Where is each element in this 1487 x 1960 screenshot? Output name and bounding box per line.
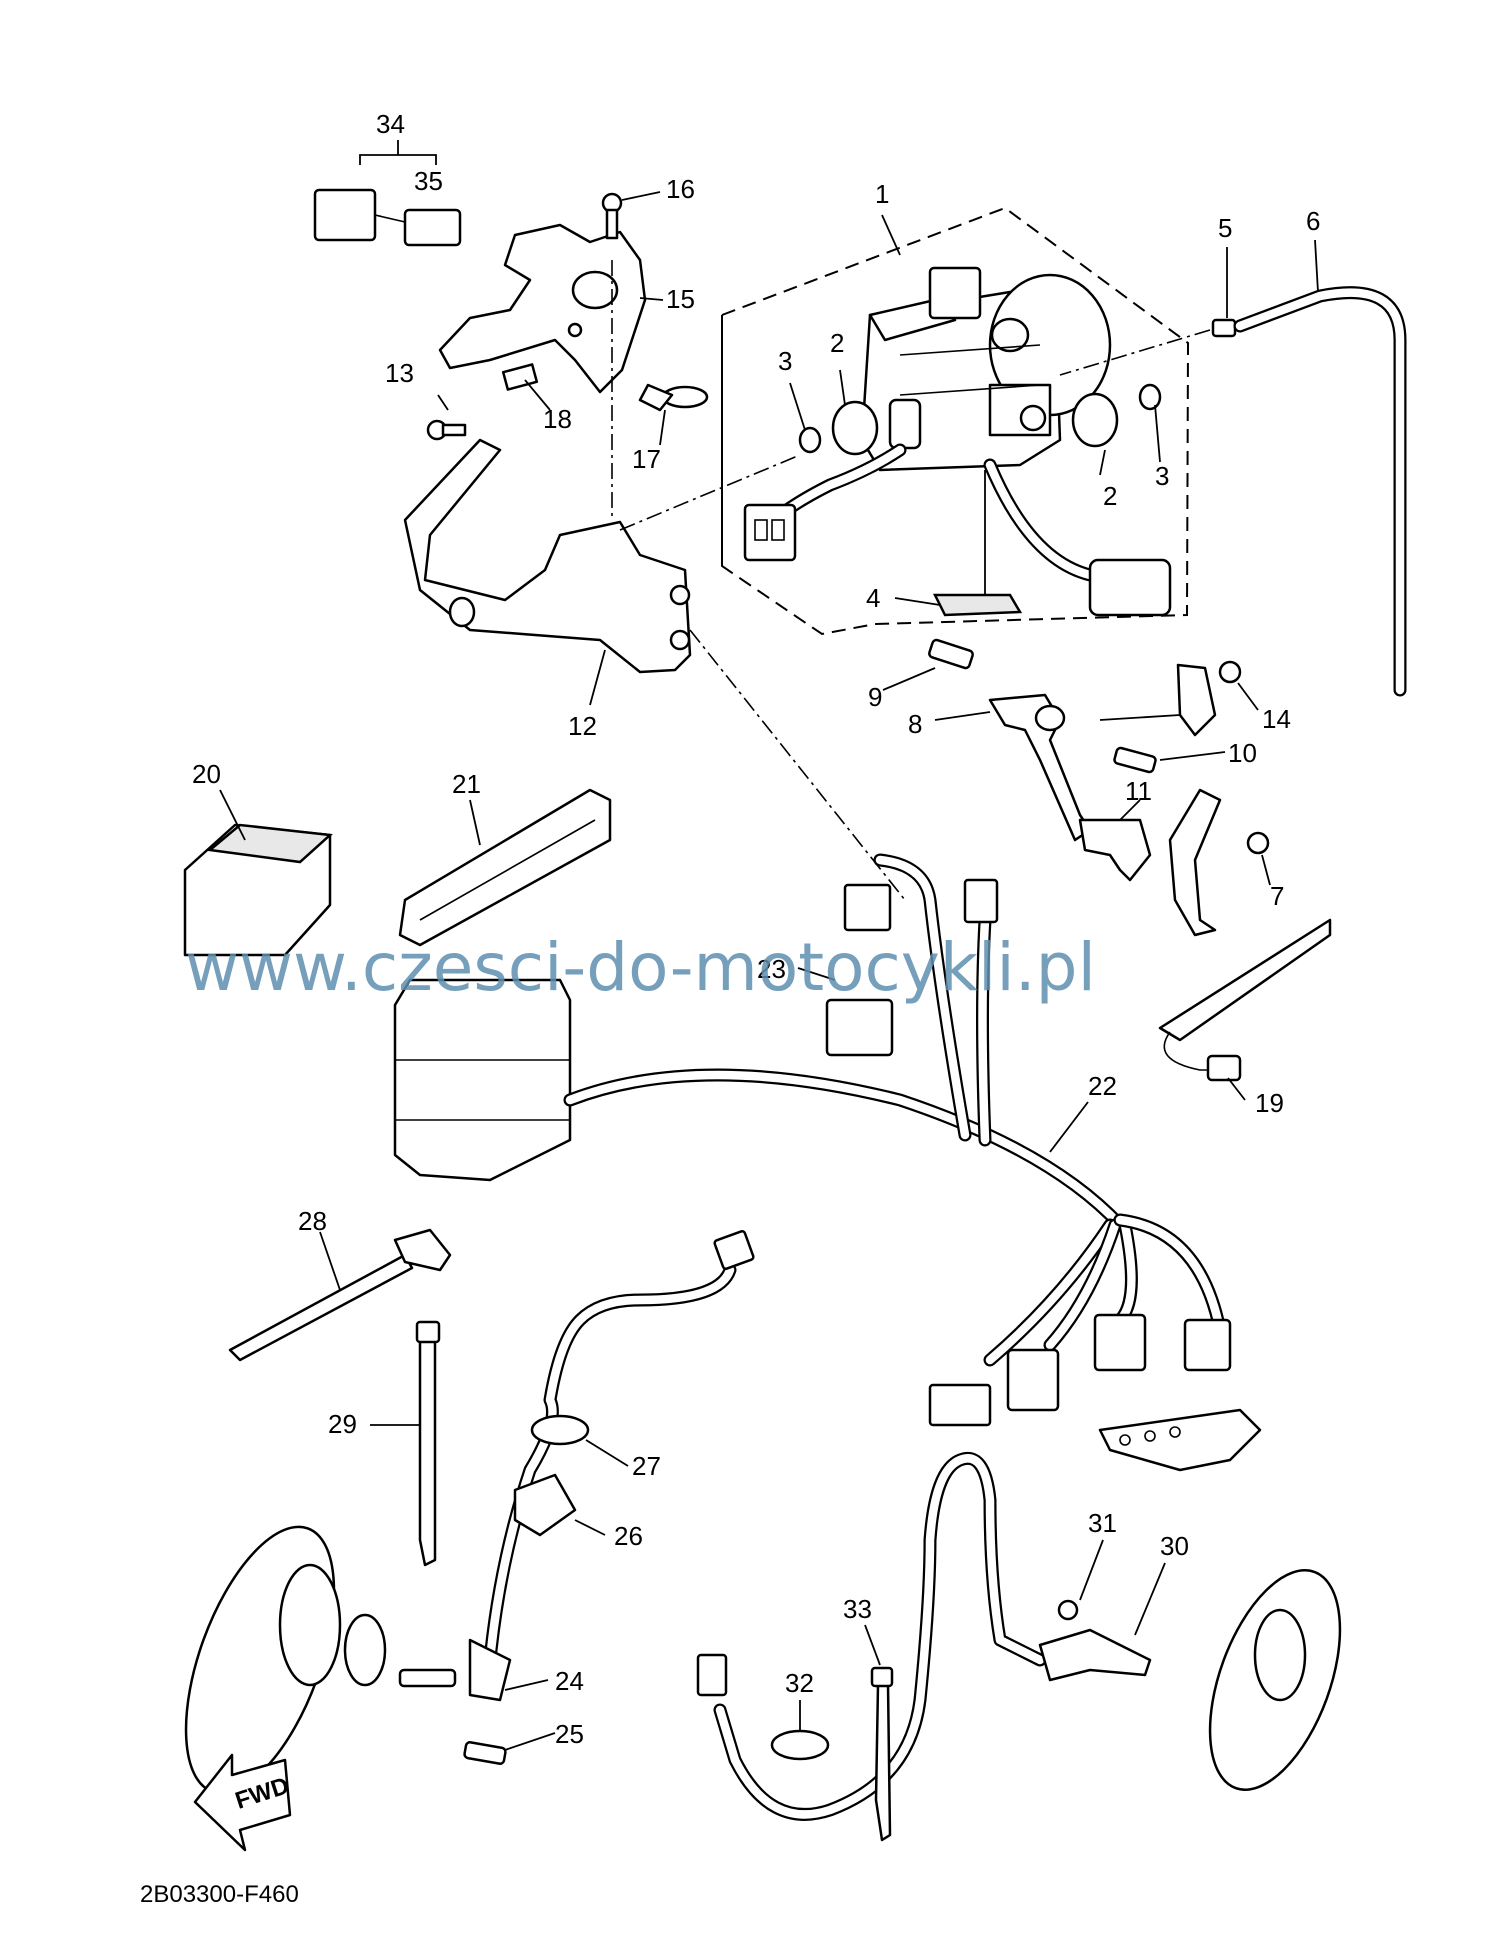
callout-15: 15 [666, 284, 695, 314]
clamp-32 [770, 1729, 830, 1761]
harness-connector-c [1093, 1313, 1147, 1372]
callout-18: 18 [543, 404, 572, 434]
strap-21 [398, 788, 612, 947]
abs-connector [743, 503, 797, 562]
callout-22: 22 [1088, 1071, 1117, 1101]
callout-35-label: 35 [414, 166, 443, 196]
pad-4 [932, 593, 1023, 617]
callout-21: 21 [452, 769, 481, 799]
collar-3-right [1138, 383, 1162, 411]
bolt-10 [1113, 746, 1157, 774]
rear-sensor-30 [1038, 1628, 1152, 1682]
front-sensor-24 [468, 1638, 512, 1702]
harness-connector-top [843, 883, 892, 932]
callout-23: 23 [757, 954, 786, 984]
callout-33: 33 [843, 1594, 872, 1624]
callout-30: 30 [1160, 1531, 1189, 1561]
abs-sensor-connector [1088, 558, 1172, 617]
callout-1: 1 [875, 179, 889, 209]
tie-33 [874, 1683, 892, 1842]
bracket-11 [1078, 818, 1152, 882]
harness-connector-b [1006, 1348, 1060, 1412]
callout-3-right: 3 [1155, 461, 1169, 491]
fuse-box [393, 978, 572, 1182]
harness-22-group [393, 853, 1262, 1472]
tie-29 [418, 1338, 437, 1567]
callout-32: 32 [785, 1668, 814, 1698]
callout-7-label: 7 [1270, 881, 1284, 911]
collar-3-left [798, 426, 822, 454]
callout-24: 24 [555, 1666, 584, 1696]
bolt-31 [1057, 1599, 1079, 1621]
callout-13: 13 [385, 358, 414, 388]
brake-hose-group [1059, 286, 1407, 697]
callout-20: 20 [192, 759, 221, 789]
harness-connector-d [1183, 1318, 1232, 1372]
callout-27: 27 [632, 1451, 661, 1481]
pad-18 [501, 363, 539, 391]
front-sensor-connector [713, 1230, 755, 1270]
callout-12-label: 12 [568, 711, 597, 741]
callout-11-label: 11 [1125, 776, 1152, 806]
cable-ties [228, 1228, 452, 1567]
callout-28: 28 [298, 1206, 327, 1236]
relay-23 [825, 998, 894, 1057]
stay-12-group [403, 419, 906, 901]
leader-lines [219, 140, 1319, 1751]
callout-26: 26 [614, 1521, 643, 1551]
connector-35 [403, 208, 462, 247]
lead-connector-19 [1206, 1054, 1242, 1082]
lead-19-group [1158, 918, 1332, 1082]
holder-26 [513, 1473, 577, 1537]
bracket-8-group [928, 638, 1270, 937]
rear-sensor-group [696, 1452, 1342, 1842]
callout-31: 31 [1088, 1508, 1117, 1538]
callout-2-right: 2 [1103, 481, 1117, 511]
bracket-15 [438, 223, 647, 394]
callout-14: 14 [1262, 704, 1291, 734]
union-bolt-5 [1211, 318, 1237, 338]
callout-8: 8 [908, 709, 922, 739]
callout-34: 34 [376, 109, 405, 139]
watermark: www.czesci-do-motocykli.pl [185, 929, 1096, 1006]
callout-29: 29 [328, 1409, 357, 1439]
callout-labels: 34 35 16 15 13 18 17 1 2 3 2 3 5 6 4 9 8… [192, 109, 1320, 1749]
front-sensor-group [184, 1230, 755, 1795]
callout-10: 10 [1228, 738, 1257, 768]
abs-unit-group [721, 206, 1190, 636]
callout-17: 17 [632, 444, 661, 474]
harness-connector-a [928, 1383, 992, 1427]
tie-28 [228, 1253, 414, 1362]
stay-7-bracket [1168, 788, 1222, 937]
clamp-27 [530, 1414, 590, 1446]
diagram-code: 2B03300-F460 [140, 1881, 299, 1908]
damper-2-right [1071, 392, 1119, 448]
fwd-arrow: FWD [193, 1753, 292, 1852]
stay-14 [1176, 663, 1217, 737]
rear-sensor-connector [696, 1653, 728, 1697]
nut-7 [1246, 831, 1270, 855]
callout-9: 9 [868, 682, 882, 712]
bolt-25 [463, 1741, 507, 1765]
bracket-15-group [313, 188, 709, 520]
callout-2-left: 2 [830, 328, 844, 358]
callout-5: 5 [1218, 213, 1232, 243]
nut-14 [1218, 660, 1242, 684]
callout-19: 19 [1255, 1088, 1284, 1118]
damper-2-left [831, 400, 879, 456]
harness-plate [1098, 1408, 1262, 1472]
callout-3-left: 3 [778, 346, 792, 376]
bolt-9 [928, 638, 974, 670]
ecu-group [183, 788, 612, 957]
connector-34 [313, 188, 377, 242]
callout-16: 16 [666, 174, 695, 204]
stay-12 [403, 438, 692, 674]
callout-4: 4 [866, 583, 880, 613]
callout-25: 25 [555, 1719, 584, 1749]
callout-6: 6 [1306, 206, 1320, 236]
